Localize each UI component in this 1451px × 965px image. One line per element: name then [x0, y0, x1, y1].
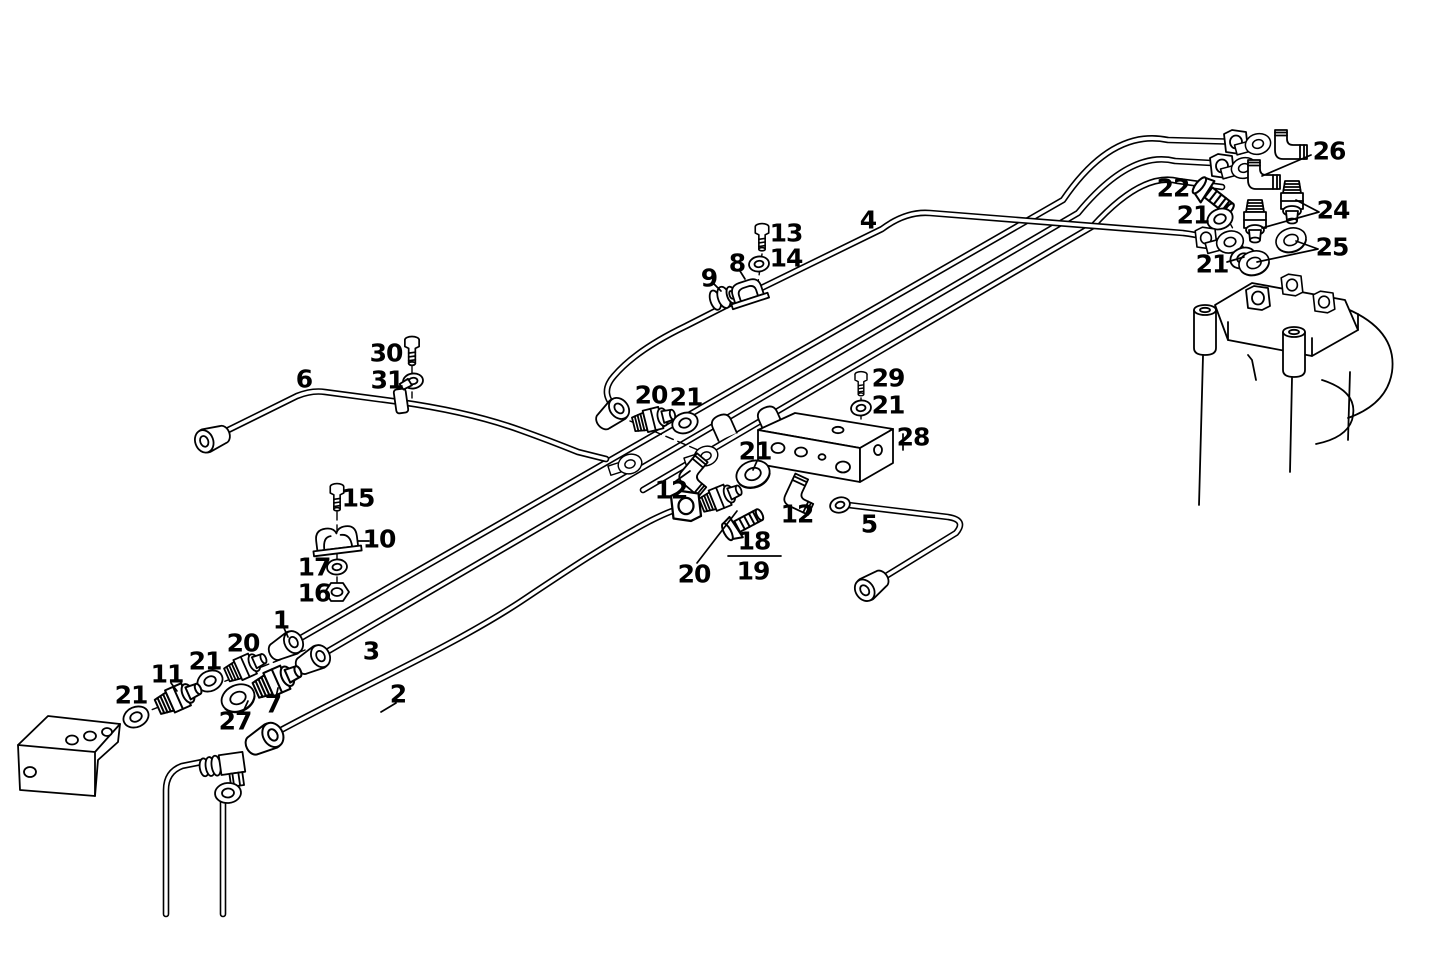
bolt-13: [754, 222, 770, 252]
pipe6-end-nut: [190, 420, 235, 457]
clamp-10: [309, 523, 363, 558]
pipe-2: [266, 505, 682, 740]
filter-head: [1193, 273, 1394, 506]
washer-21-block: [849, 398, 873, 418]
top-right-fittings: [1187, 129, 1311, 281]
leader-lines: [170, 154, 1320, 713]
elbow-12-right: [780, 472, 823, 516]
fitting-20-mid: [696, 478, 747, 517]
pipe5-ferrule: [827, 494, 853, 516]
bolt-18-19: [717, 501, 769, 546]
bolt-30: [404, 335, 420, 367]
bolt-29: [854, 370, 868, 397]
pipe-6: [204, 388, 610, 463]
mounting-bracket: [17, 715, 121, 797]
washer-17: [325, 557, 349, 577]
pipe2-end-nut: [239, 717, 289, 762]
fitting-20-top: [630, 402, 679, 436]
manifold-block-28: [708, 402, 894, 483]
pipe-5: [836, 500, 964, 588]
pipe-4: [603, 209, 1221, 414]
pipe4-end-nut: [590, 392, 635, 436]
washer-14: [747, 254, 771, 274]
banjo-washer-bottom: [213, 781, 243, 805]
washer-21-left2: [119, 701, 153, 733]
bolt-15: [329, 482, 345, 512]
return-pipes: [162, 758, 227, 918]
pipe2-nut: [669, 489, 703, 523]
nut-16: [324, 582, 350, 602]
clamp-8: [724, 274, 770, 311]
pipe5-end-nut: [849, 564, 895, 607]
pipe-bundle: [288, 135, 1248, 661]
